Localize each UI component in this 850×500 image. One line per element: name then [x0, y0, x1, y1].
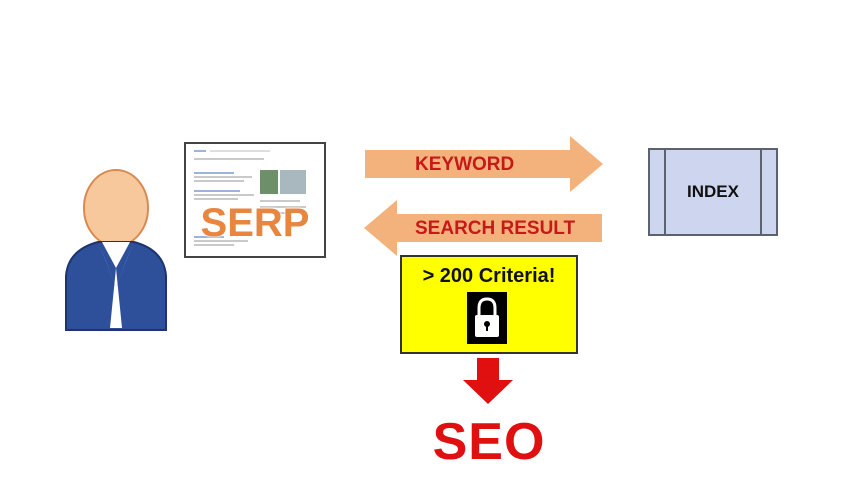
serp-thumbnail: SERP: [184, 142, 326, 258]
search-result-arrow: [364, 200, 602, 256]
serp-label: SERP: [200, 201, 310, 245]
criteria-label: > 200 Criteria!: [422, 265, 556, 287]
keyword-label: KEYWORD: [415, 154, 515, 175]
keyword-arrow: [365, 136, 603, 192]
down-arrow-icon: [463, 358, 513, 404]
person-icon: [65, 169, 167, 331]
search-result-label: SEARCH RESULT: [415, 218, 576, 239]
index-box: INDEX: [648, 148, 778, 236]
seo-label: SEO: [432, 413, 546, 471]
lock-icon: [467, 292, 507, 344]
index-label: INDEX: [687, 182, 739, 201]
